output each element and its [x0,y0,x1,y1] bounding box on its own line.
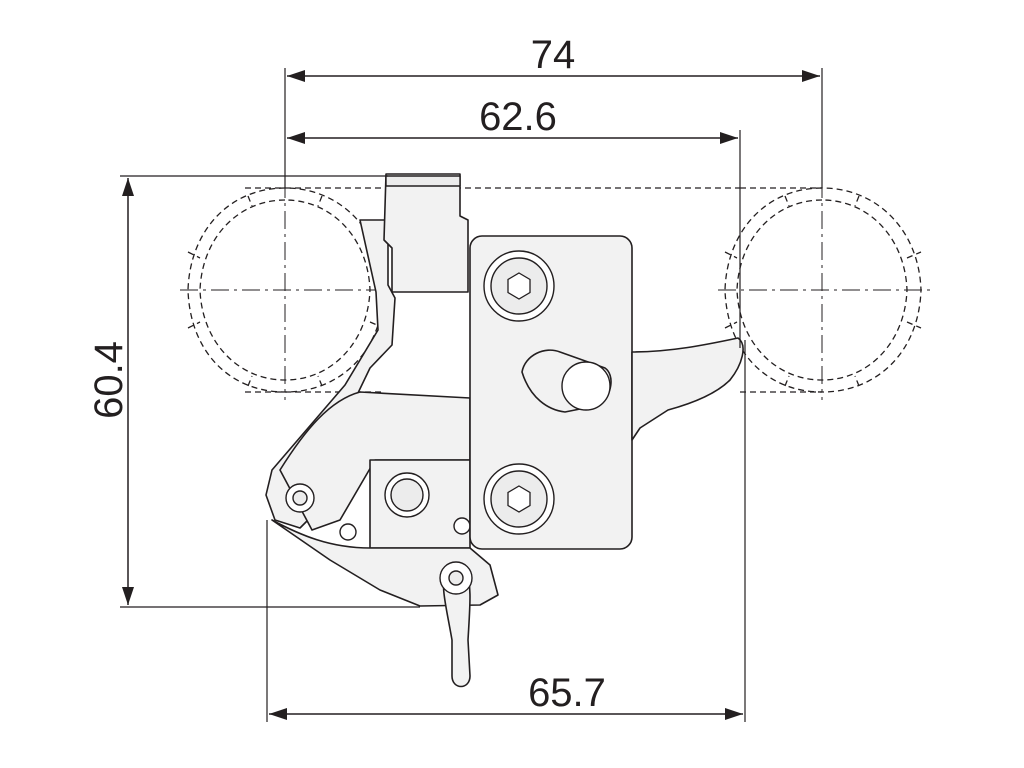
dimension-overall-width: 74 [284,33,823,188]
dim-label-60-4: 60.4 [87,341,131,419]
center-lines [180,180,930,400]
small-pin-right [453,517,471,535]
clamp-body [265,173,744,688]
release-lever [631,337,744,441]
dim-label-62-6: 62.6 [479,95,557,139]
dimension-clamp-height: 60.4 [87,175,420,608]
dim-label-74: 74 [531,33,576,77]
dimension-tube-span: 62.6 [287,95,741,348]
dim-label-65-7: 65.7 [528,671,606,715]
cam-knob [561,361,611,411]
small-pin-left [339,523,357,541]
t-handle [442,569,471,688]
dimension-base-width: 65.7 [266,340,746,722]
